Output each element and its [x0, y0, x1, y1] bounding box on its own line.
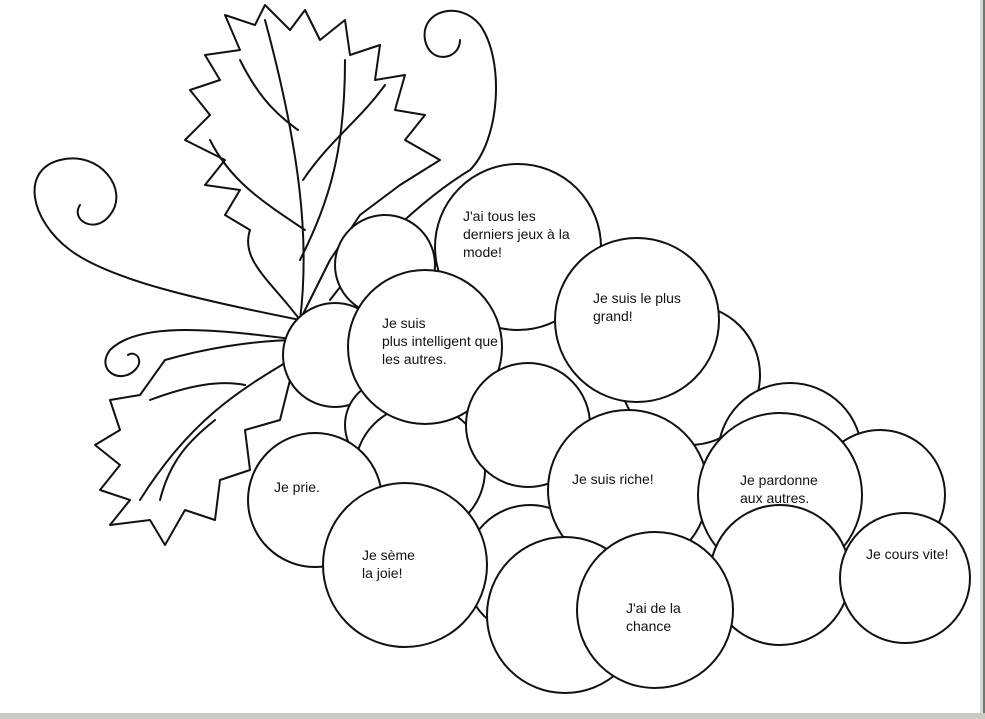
grape-cours — [839, 512, 971, 644]
grape-intel — [347, 269, 503, 425]
grape-label-prie: Je prie. — [274, 479, 320, 495]
window-edge-right — [980, 0, 985, 719]
grape-grand — [554, 237, 720, 403]
upper-leaf-outline — [184, 4, 441, 321]
grape-label-riche: Je suis riche! — [572, 471, 654, 487]
tendril-left — [33, 157, 301, 321]
grape-chance — [576, 531, 734, 689]
grape-label-mode: J'ai tous les derniers jeux à la mode! — [463, 208, 570, 260]
grape-label-seme: Je sème la joie! — [362, 547, 415, 581]
grape-label-grand: Je suis le plus grand! — [593, 290, 681, 324]
grape-label-pardonne: Je pardonne aux autres. — [740, 472, 818, 506]
lower-leaf-outline — [94, 339, 301, 546]
grape-seme — [322, 482, 488, 648]
grape-label-chance: J'ai de la chance — [626, 600, 681, 634]
grape-label-cours: Je cours vite! — [866, 546, 949, 562]
grape-label-intelligent: Je suis plus intelligent que les autres. — [382, 315, 498, 367]
window-edge-right-line — [983, 0, 985, 719]
window-edge-bottom — [0, 713, 985, 719]
